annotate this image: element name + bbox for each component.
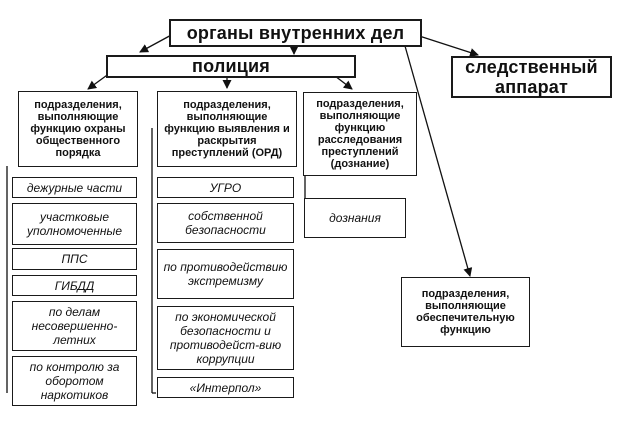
- list-item: участковые уполномоченные: [12, 203, 137, 245]
- list-item: по экономической безопасности и противод…: [157, 306, 294, 370]
- root-box: органы внутренних дел: [169, 19, 422, 47]
- police-box: полиция: [106, 55, 356, 78]
- inquiry-header: подразделения, выполняющие функцию рассл…: [303, 92, 417, 176]
- list-item: ГИБДД: [12, 275, 137, 296]
- public-order-header: подразделения, выполняющие функцию охран…: [18, 91, 138, 167]
- investigative-box: следственный аппарат: [451, 56, 612, 98]
- arrow-root-to-support: [404, 45, 473, 277]
- list-item: ППС: [12, 248, 137, 270]
- list-item: по противодействию экстремизму: [157, 249, 294, 299]
- list-item: УГРО: [157, 177, 294, 198]
- list-item: собственной безопасности: [157, 203, 294, 243]
- list-item: дознания: [304, 198, 406, 238]
- list-item: по контролю за оборотом наркотиков: [12, 356, 137, 406]
- detection-header: подразделения, выполняющие функцию выявл…: [157, 91, 297, 167]
- list-item: дежурные части: [12, 177, 137, 198]
- list-item: по делам несовершенно-летних: [12, 301, 137, 351]
- arrow-police-to-inquiry: [334, 75, 353, 90]
- list-item: «Интерпол»: [157, 377, 294, 398]
- support-box: подразделения, выполняющие обеспечительн…: [401, 277, 530, 347]
